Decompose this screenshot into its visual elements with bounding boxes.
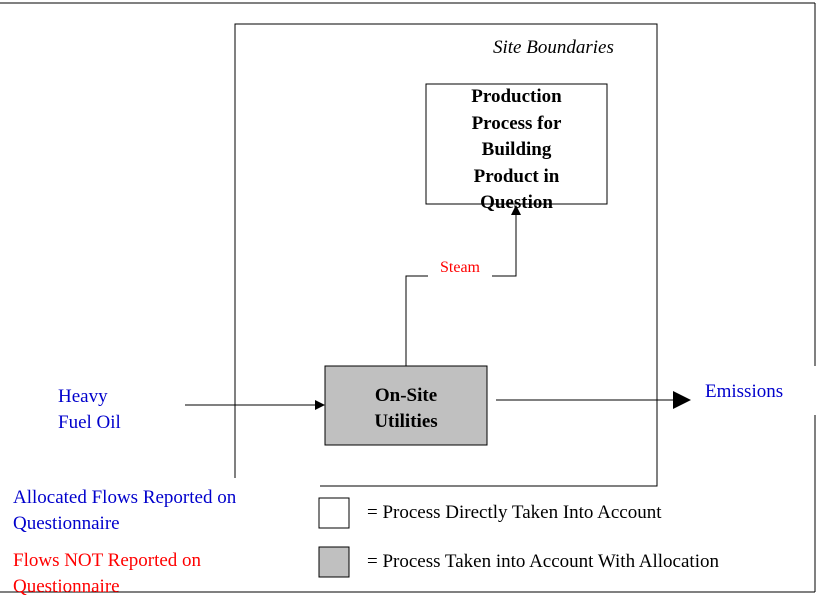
steam-flow-line (405, 275, 428, 366)
site-boundaries-label: Site Boundaries (493, 37, 614, 58)
heavy-fuel-oil-label: Heavy Fuel Oil (58, 386, 121, 433)
legend-direct-swatch (318, 497, 350, 529)
steam-flow-label: Steam (438, 258, 482, 278)
production-process-box (425, 83, 608, 205)
legend-not-reported-flows-label: Flows NOT Reported on Questionnaire (13, 550, 202, 597)
steam-flow-arrow (492, 205, 521, 277)
on-site-utilities-box (324, 365, 488, 446)
legend-allocation-process-label: = Process Taken into Account With Alloca… (367, 551, 719, 572)
site-boundary-box (234, 23, 658, 487)
legend-allocated-flows-label: Allocated Flows Reported on Questionnair… (13, 487, 237, 534)
legend-allocation-swatch (318, 546, 350, 578)
legend-direct-process-label: = Process Directly Taken Into Account (367, 502, 662, 523)
emissions-label: Emissions (705, 381, 784, 402)
